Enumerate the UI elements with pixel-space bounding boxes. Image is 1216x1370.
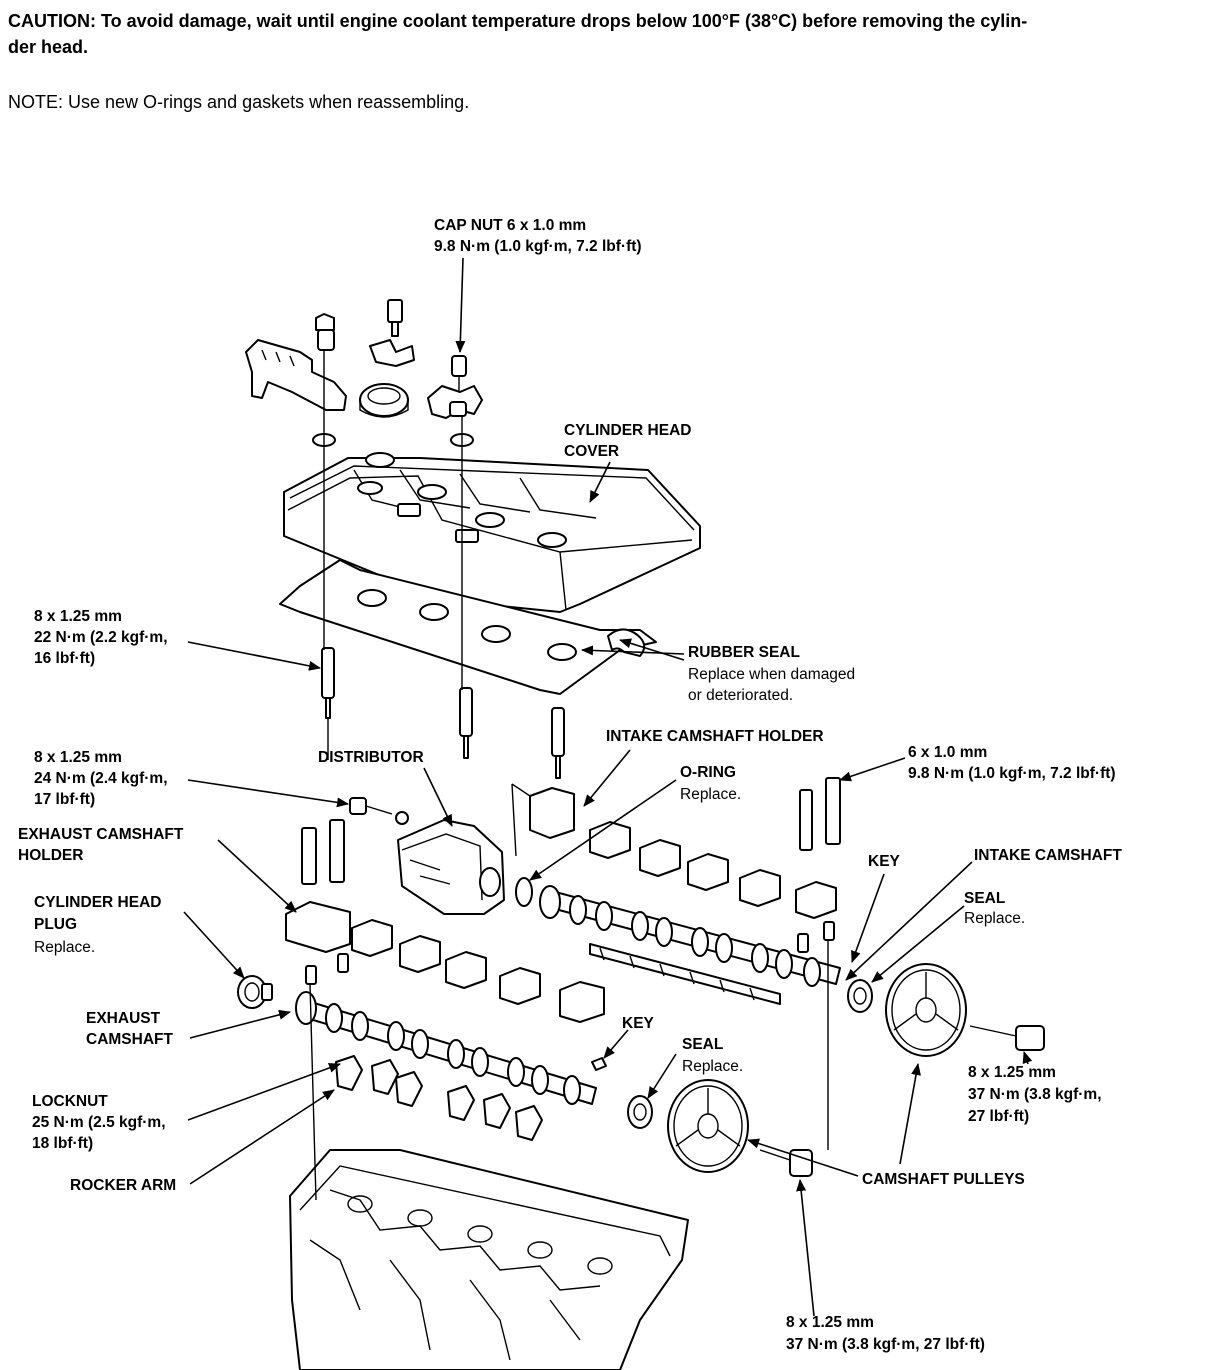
seal-lower-note: Replace. [682,1058,743,1075]
pulley-bolt-right-torque: 37 N·m (3.8 kgf·m, [968,1086,1102,1103]
cap-nut-size: CAP NUT 6 x 1.0 mm [434,217,586,234]
intake-camshaft-pulley [885,963,967,1057]
spark-plug-bolt-size: 8 x 1.25 mm [34,608,122,625]
washers [312,433,474,447]
exhaust-camshaft-pulley [667,1079,749,1173]
seal-lower-title: SEAL [682,1036,723,1053]
pulley-bolt-right-size: 8 x 1.25 mm [968,1064,1056,1081]
label-seal-lower: SEAL Replace. [682,1036,743,1075]
spark-plug-bolt-torque-lbf: 16 lbf·ft) [34,650,95,667]
label-key-upper: KEY [868,853,901,870]
intake-camshaft-part [539,885,841,987]
distributor-part [349,797,505,915]
label-key-lower: KEY [622,1015,655,1032]
spark-plugs [321,647,565,779]
pulley-bolt-right-torque-lbf: 27 lbf·ft) [968,1108,1029,1125]
exhaust-camshaft-line2: CAMSHAFT [86,1031,173,1048]
seal-upper-note: Replace. [964,910,1025,927]
exhaust-rocker-arms [335,1055,543,1141]
intake-rocker-arms [589,943,781,1005]
label-locknut: LOCKNUT 25 N·m (2.5 kgf·m, 18 lbf·ft) [32,1093,166,1152]
distributor-bolt-size: 8 x 1.25 mm [34,749,122,766]
label-pulley-bolt-bottom: 8 x 1.25 mm 37 N·m (3.8 kgf·m, 27 lbf·ft… [786,1314,985,1353]
label-rocker-arm: ROCKER ARM [70,1177,176,1194]
holder-bolt-torque: 9.8 N·m (1.0 kgf·m, 7.2 lbf·ft) [908,765,1116,782]
cylinder-head-part [289,1149,689,1370]
exhaust-camshaft-holder-line2: HOLDER [18,847,83,864]
cap-nut-torque: 9.8 N·m (1.0 kgf·m, 7.2 lbf·ft) [434,238,642,255]
exhaust-seal-part [627,1095,653,1129]
o-ring-note: Replace. [680,786,741,803]
distributor-bolt-torque: 24 N·m (2.4 kgf·m, [34,770,168,787]
label-distributor-bolt: 8 x 1.25 mm 24 N·m (2.4 kgf·m, 17 lbf·ft… [34,749,168,808]
note-text: NOTE: Use new O-rings and gaskets when r… [8,92,470,112]
pulley-bolt-bottom-torque: 37 N·m (3.8 kgf·m, 27 lbf·ft) [786,1336,985,1353]
label-pulley-bolt-right: 8 x 1.25 mm 37 N·m (3.8 kgf·m, 27 lbf·ft… [968,1064,1102,1125]
rubber-seal-note-1: Replace when damaged [688,666,855,683]
cylinder-head-plug-line1: CYLINDER HEAD [34,894,161,911]
rubber-seal-title: RUBBER SEAL [688,644,800,661]
holder-bolts [301,777,841,953]
label-intake-camshaft: INTAKE CAMSHAFT [974,847,1122,864]
label-spark-plug-bolt: 8 x 1.25 mm 22 N·m (2.2 kgf·m, 16 lbf·ft… [34,608,168,667]
alignment-lines [309,350,829,1201]
label-intake-camshaft-holder: INTAKE CAMSHAFT HOLDER [606,728,824,745]
exhaust-camshaft-line1: EXHAUST [86,1010,161,1027]
leader-lines [183,257,1033,1317]
sensor-bracket [369,299,415,367]
label-exhaust-camshaft: EXHAUST CAMSHAFT [86,1010,173,1048]
cylinder-head-plug-part [237,975,273,1009]
caution-line-1: CAUTION: To avoid damage, wait until eng… [8,11,1028,31]
o-ring-title: O-RING [680,764,736,781]
cap-nut-part [451,355,467,392]
locknut-torque-lbf: 18 lbf·ft) [32,1135,93,1152]
cylinder-head-cover-line2: COVER [564,443,619,460]
holder-bolt-size: 6 x 1.0 mm [908,744,987,761]
spark-plug-bolt-torque: 22 N·m (2.2 kgf·m, [34,629,168,646]
label-rubber-seal: RUBBER SEAL Replace when damaged or dete… [688,644,855,704]
intake-camshaft-holders [529,787,837,919]
cylinder-head-plug-line2: PLUG [34,916,77,933]
label-cap-nut: CAP NUT 6 x 1.0 mm 9.8 N·m (1.0 kgf·m, 7… [434,217,642,255]
locknut-title: LOCKNUT [32,1093,108,1110]
exhaust-camshaft-holders [285,901,605,1023]
label-exhaust-camshaft-holder: EXHAUST CAMSHAFT HOLDER [18,826,184,864]
label-camshaft-pulleys: CAMSHAFT PULLEYS [862,1171,1025,1188]
label-o-ring: O-RING Replace. [680,764,741,803]
oil-filler-cap [359,383,409,418]
label-cylinder-head-plug: CYLINDER HEAD PLUG Replace. [34,894,161,956]
intake-seal-part [847,979,873,1013]
seal-upper-title: SEAL [964,890,1005,907]
locknut-torque: 25 N·m (2.5 kgf·m, [32,1114,166,1131]
distributor-bolt-torque-lbf: 17 lbf·ft) [34,791,95,808]
caution-line-2: der head. [8,37,89,57]
cylinder-head-plug-note: Replace. [34,939,95,956]
engine-hanger-bracket [245,313,347,411]
key-part [591,1057,607,1071]
rubber-seal-note-2: or deteriorated. [688,687,793,704]
pulley-bolt-bottom-size: 8 x 1.25 mm [786,1314,874,1331]
caution-text: CAUTION: To avoid damage, wait until eng… [8,8,1208,60]
label-holder-bolt: 6 x 1.0 mm 9.8 N·m (1.0 kgf·m, 7.2 lbf·f… [908,744,1116,782]
pulley-bolts [759,1025,1045,1177]
label-cylinder-head-cover: CYLINDER HEAD COVER [564,422,691,460]
exhaust-camshaft-holder-line1: EXHAUST CAMSHAFT [18,826,184,843]
cylinder-head-cover-line1: CYLINDER HEAD [564,422,691,439]
ignition-bracket [427,385,483,419]
label-distributor: DISTRIBUTOR [318,749,424,766]
o-ring-part [515,877,533,907]
label-seal-upper: SEAL Replace. [964,890,1025,927]
